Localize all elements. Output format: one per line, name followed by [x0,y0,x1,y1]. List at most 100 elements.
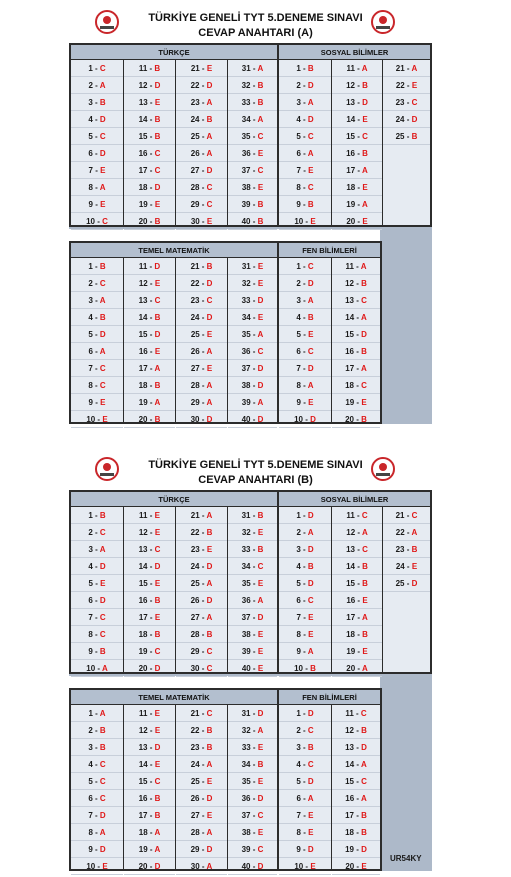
question-number: 18 - [138,828,155,837]
question-number: 33 - [241,545,258,554]
question-number: 10 - [294,415,311,424]
answer-letter: A [360,364,367,373]
answer-cell: 10 - E [71,858,123,875]
answer-letter: C [154,777,161,786]
answer-cell: 22 - A [383,524,430,541]
answer-letter: E [310,862,316,871]
question-number: 37 - [241,166,258,175]
question-number: 17 - [345,364,361,373]
answer-letter: E [257,664,264,673]
answer-letter: E [362,115,368,124]
question-number: 11 - [346,64,362,73]
answer-letter: B [154,794,161,803]
answer-letter: B [411,132,418,141]
answer-letter: E [257,828,264,837]
answer-cell: 35 - E [228,773,277,790]
answer-cell: 14 - D [124,558,175,575]
answer-cell: 16 - E [332,592,382,609]
answer-letter: D [206,794,213,803]
question-number: 15 - [345,330,362,339]
answer-letter: E [308,828,314,837]
question-number: 11 - [345,709,361,718]
answer-cell: 20 - A [332,660,382,677]
question-number: 25 - [190,777,207,786]
answer-letter: E [206,64,213,73]
question-number: 25 - [395,579,412,588]
answer-cell: 30 - D [176,411,227,428]
table-background [380,229,432,424]
answer-cell: 33 - B [228,541,277,558]
answer-letter: A [206,511,213,520]
answer-letter: B [257,81,264,90]
question-number: 2 - [88,279,100,288]
answer-letter: B [257,545,264,554]
answer-letter: A [411,64,418,73]
question-number: 9 - [88,647,100,656]
answer-letter: D [257,381,264,390]
answer-cell: 4 - B [279,309,331,326]
answer-cell: 15 - D [124,326,175,343]
question-number: 16 - [346,596,363,605]
answer-letter: D [307,579,314,588]
answer-letter: E [257,149,264,158]
answer-cell: 4 - C [279,756,331,773]
answer-letter: A [307,296,314,305]
answer-cell: 1 - D [279,705,331,722]
answer-cell: 34 - E [228,309,277,326]
answer-letter: E [257,313,264,322]
question-number: 25 - [395,132,412,141]
question-number: 7 - [88,166,101,175]
answer-cell: 23 - E [176,541,227,558]
answer-letter: E [206,217,213,226]
question-number: 10 - [294,217,311,226]
answer-cell: 10 - E [71,411,123,428]
answer-cell: 15 - B [124,128,175,145]
answer-letter: A [361,664,368,673]
answer-cell: 24 - D [176,309,227,326]
answer-letter: E [362,647,368,656]
question-number: 34 - [241,562,258,571]
question-number: 10 - [294,664,311,673]
answer-letter: C [99,364,106,373]
answer-letter: A [361,166,368,175]
question-number: 15 - [138,132,155,141]
answer-cell: 8 - E [279,626,331,643]
answer-letter: D [154,183,161,192]
answer-letter: E [308,613,314,622]
question-number: 19 - [346,200,362,209]
answer-cell: 12 - E [124,722,175,739]
answer-cell: 25 - A [176,128,227,145]
answer-letter: E [154,528,161,537]
answer-cell: 11 - D [124,258,175,275]
answer-cell: 5 - E [71,575,123,592]
answer-letter: E [206,811,213,820]
answer-cell: 15 - C [332,128,382,145]
answer-letter: C [206,183,213,192]
answer-cell: 6 - C [71,790,123,807]
answer-cell: 10 - B [279,660,331,677]
answer-letter: C [206,200,213,209]
question-number: 11 - [345,262,361,271]
section-header: TEMEL MATEMATİK [71,690,277,705]
question-number: 2 - [88,528,100,537]
answer-cell: 18 - A [124,824,175,841]
answer-cell: 11 - E [124,507,175,524]
question-number: 22 - [395,528,412,537]
question-number: 23 - [190,98,207,107]
answer-cell: 17 - C [124,162,175,179]
question-number: 10 - [294,862,311,871]
section-header: FEN BİLİMLERİ [279,243,380,258]
answer-letter: C [361,381,367,390]
answer-letter: A [206,828,213,837]
answer-cell: 29 - C [176,643,227,660]
question-number: 6 - [88,347,100,356]
answer-cell: 14 - A [332,309,380,326]
question-number: 17 - [346,166,362,175]
answer-letter: C [99,777,106,786]
answer-cell: 12 - B [332,722,380,739]
answer-cell: 14 - E [332,111,382,128]
answer-letter: A [206,381,213,390]
question-number: 17 - [138,364,155,373]
